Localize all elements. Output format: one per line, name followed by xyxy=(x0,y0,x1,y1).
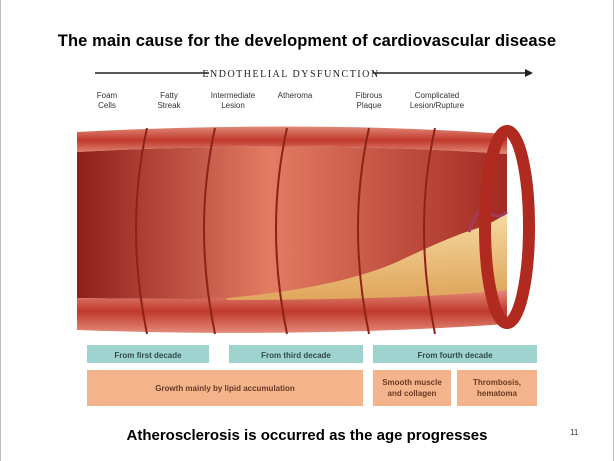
vessel-illustration xyxy=(77,126,529,334)
growth-band xyxy=(457,370,537,406)
onset-band-label: From first decade xyxy=(114,351,182,360)
onset-bands: From first decade From third decade From f… xyxy=(87,345,537,363)
figure-header: ENDOTHELIAL DYSFUNCTION xyxy=(202,69,379,80)
slide-number: 11 xyxy=(570,428,578,437)
onset-band-label: From fourth decade xyxy=(417,351,493,360)
slide-caption: Atherosclerosis is occurred as the age p… xyxy=(1,427,613,444)
stage-label: Atheroma xyxy=(278,91,313,100)
onset-band-label: From third decade xyxy=(261,351,331,360)
growth-band-label: Growth mainly by lipid accumulation xyxy=(155,384,295,393)
growth-band xyxy=(373,370,451,406)
slide-title: The main cause for the development of ca… xyxy=(1,32,613,51)
dysfunction-arrow-head xyxy=(525,69,533,77)
growth-bands: Growth mainly by lipid accumulationSmoot… xyxy=(87,370,537,406)
